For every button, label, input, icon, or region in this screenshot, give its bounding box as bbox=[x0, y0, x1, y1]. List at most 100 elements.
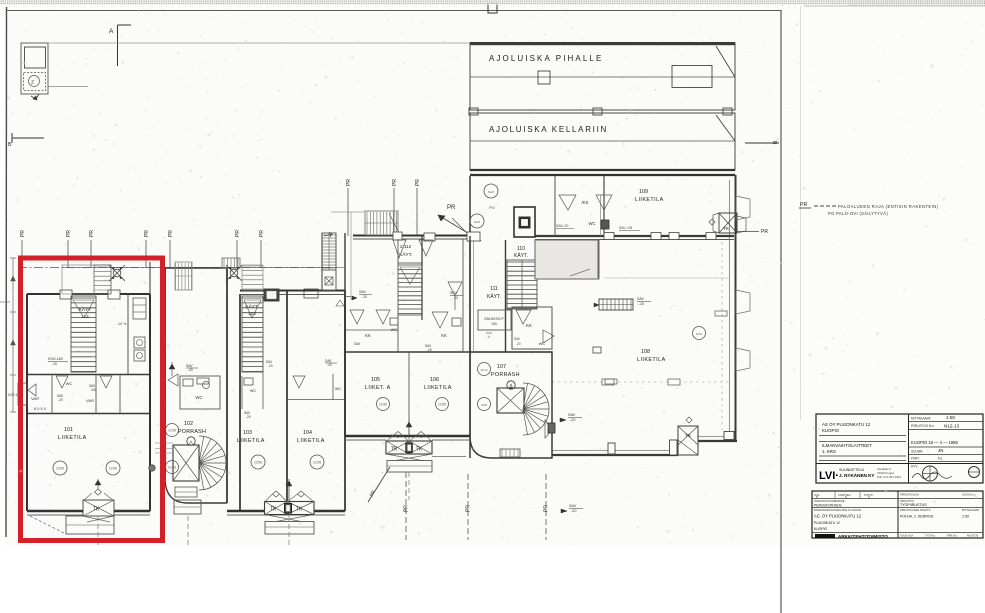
svg-text:LVI·: LVI· bbox=[819, 470, 839, 482]
svg-text:AS. OY PUIJONKATU 12: AS. OY PUIJONKATU 12 bbox=[814, 514, 862, 519]
svg-text:PR: PR bbox=[259, 230, 265, 237]
svg-text:70100 Kuopio: 70100 Kuopio bbox=[877, 471, 895, 475]
svg-text:N12-13: N12-13 bbox=[944, 424, 960, 429]
svg-text:AJOLUISKA PIHALLE: AJOLUISKA PIHALLE bbox=[489, 54, 603, 63]
svg-text:RAKENNUSKOHTEEN NIMI JA OSOITE: RAKENNUSKOHTEEN NIMI JA OSOITE bbox=[814, 508, 862, 512]
svg-text:SAV: SAV bbox=[57, 394, 64, 398]
svg-text:100: 100 bbox=[491, 322, 497, 326]
svg-text:8 0 5 0: 8 0 5 0 bbox=[34, 406, 47, 411]
svg-text:SAV: SAV bbox=[359, 290, 367, 294]
svg-text:-20: -20 bbox=[52, 362, 57, 366]
svg-text:10.56: 10.56 bbox=[109, 467, 117, 471]
svg-text:10.56: 10.56 bbox=[313, 461, 321, 465]
svg-text:-20: -20 bbox=[246, 415, 251, 419]
svg-text:114: 114 bbox=[81, 314, 89, 320]
svg-text:2 112: 2 112 bbox=[400, 244, 412, 249]
svg-text:WC: WC bbox=[391, 327, 398, 332]
svg-text:AS OY PUIJONKATU 12: AS OY PUIJONKATU 12 bbox=[822, 422, 871, 427]
svg-text:KORTTELI: KORTTELI bbox=[838, 493, 851, 497]
svg-text:WC: WC bbox=[589, 221, 596, 226]
svg-text:106: 106 bbox=[430, 377, 439, 383]
svg-text:TYÖPIIRUSTUS: TYÖPIIRUSTUS bbox=[900, 503, 927, 507]
svg-text:10.56: 10.56 bbox=[56, 467, 64, 471]
svg-text:PORRASH: PORRASH bbox=[491, 372, 520, 378]
svg-text:LIIKET. A: LIIKET. A bbox=[365, 385, 391, 391]
svg-text:J. NYKÄNEN KY: J. NYKÄNEN KY bbox=[839, 472, 874, 478]
svg-text:LIIKETILA: LIIKETILA bbox=[237, 438, 265, 444]
svg-text:OSA: OSA bbox=[814, 493, 820, 497]
svg-text:WC: WC bbox=[250, 389, 257, 393]
svg-text:PIIRUSTUKSEN SISÄLTÖ: PIIRUSTUKSEN SISÄLTÖ bbox=[900, 508, 931, 512]
svg-text:110: 110 bbox=[517, 246, 525, 252]
svg-text:PR: PR bbox=[20, 230, 26, 237]
svg-text:SAV: SAV bbox=[244, 411, 251, 415]
svg-text:KÄYT.: KÄYT. bbox=[399, 251, 412, 258]
svg-text:M.M: M.M bbox=[488, 190, 494, 194]
svg-text:PR: PR bbox=[800, 202, 807, 208]
svg-text:TK: TK bbox=[391, 447, 398, 453]
svg-text:SAV: SAV bbox=[569, 504, 577, 508]
svg-text:Puh. 971-261 1304: Puh. 971-261 1304 bbox=[877, 475, 901, 479]
svg-text:TONTTI: TONTTI bbox=[864, 493, 874, 497]
svg-text:POHJA, 1. KERROS: POHJA, 1. KERROS bbox=[900, 515, 934, 519]
svg-text:10.56: 10.56 bbox=[438, 403, 446, 407]
svg-text:Vuorikatu 2: Vuorikatu 2 bbox=[877, 467, 891, 471]
svg-text:PERUSKORJAUS: PERUSKORJAUS bbox=[814, 504, 842, 508]
svg-text:3: 3 bbox=[868, 495, 870, 499]
svg-text:PR: PR bbox=[369, 489, 377, 498]
svg-text:PR: PR bbox=[447, 205, 456, 211]
svg-text:B: B bbox=[509, 384, 512, 389]
svg-text:105: 105 bbox=[371, 377, 380, 383]
svg-text:-20: -20 bbox=[327, 363, 332, 367]
svg-text:SAV: SAV bbox=[354, 342, 361, 346]
svg-text:SAV: SAV bbox=[186, 364, 193, 368]
svg-text:PR: PR bbox=[89, 230, 95, 237]
svg-text:- 4: - 4 bbox=[486, 335, 490, 339]
svg-text:Z: Z bbox=[31, 80, 34, 86]
svg-text:1. KRS: 1. KRS bbox=[822, 449, 836, 454]
svg-text:WC: WC bbox=[196, 395, 203, 400]
svg-text:KS0 100: KS0 100 bbox=[8, 393, 21, 397]
svg-text:KÄYT: KÄYT bbox=[79, 306, 92, 313]
svg-text:KUOPIO 16 — 4 — 1986: KUOPIO 16 — 4 — 1986 bbox=[911, 440, 958, 445]
svg-text:SAV: SAV bbox=[89, 384, 96, 388]
svg-text:B: B bbox=[771, 141, 777, 145]
svg-text:PIIRUSTUS N:o: PIIRUSTUS N:o bbox=[911, 424, 934, 428]
svg-text:WC: WC bbox=[66, 381, 73, 386]
svg-text:1:50: 1:50 bbox=[946, 415, 955, 420]
svg-text:MITTAKAAVA: MITTAKAAVA bbox=[911, 417, 931, 421]
svg-text:6: 6 bbox=[845, 495, 847, 499]
svg-text:AJOLUISKA KELLARIIN: AJOLUISKA KELLARIIN bbox=[489, 125, 608, 134]
svg-text:PORRASH: PORRASH bbox=[178, 429, 206, 435]
svg-text:M.M: M.M bbox=[696, 332, 702, 336]
svg-text:TK: TK bbox=[270, 507, 277, 513]
svg-text:JUOKS.N:o: JUOKS.N:o bbox=[962, 493, 976, 497]
svg-text:ARKKITEHTITOIMISTO: ARKKITEHTITOIMISTO bbox=[838, 534, 888, 539]
svg-text:-20: -20 bbox=[516, 342, 521, 346]
svg-text:-20: -20 bbox=[639, 302, 644, 306]
svg-text:-20: -20 bbox=[570, 418, 576, 422]
svg-text:KK: KK bbox=[526, 323, 532, 328]
svg-text:PR: PR bbox=[66, 230, 72, 237]
svg-text:-20: -20 bbox=[58, 398, 63, 402]
svg-text:-20: -20 bbox=[427, 348, 432, 352]
svg-text:111: 111 bbox=[490, 286, 498, 292]
svg-text:104: 104 bbox=[303, 430, 312, 436]
svg-text:JN: JN bbox=[938, 448, 943, 453]
svg-text:KK: KK bbox=[365, 333, 371, 338]
svg-text:KÄYT.: KÄYT. bbox=[487, 293, 501, 300]
svg-text:10.56: 10.56 bbox=[168, 466, 176, 470]
svg-text:TK: TK bbox=[93, 507, 100, 513]
svg-text:/KK: /KK bbox=[581, 200, 588, 205]
svg-text:PIIRUSTUS: PIIRUSTUS bbox=[900, 499, 914, 503]
svg-text:SAV: SAV bbox=[514, 337, 521, 341]
svg-text:A: A bbox=[189, 440, 192, 445]
svg-text:PUIJONKATU 12: PUIJONKATU 12 bbox=[814, 521, 840, 525]
svg-text:SAV: SAV bbox=[425, 344, 432, 348]
svg-text:PR: PR bbox=[144, 230, 150, 237]
svg-text:PIIRUSTUSLAJI: PIIRUSTUSLAJI bbox=[900, 493, 919, 497]
svg-text:102: 102 bbox=[184, 421, 193, 427]
svg-text:109: 109 bbox=[639, 189, 648, 195]
svg-text:-10 %: -10 % bbox=[117, 322, 127, 326]
svg-text:SAV /-05: SAV /-05 bbox=[619, 226, 632, 230]
